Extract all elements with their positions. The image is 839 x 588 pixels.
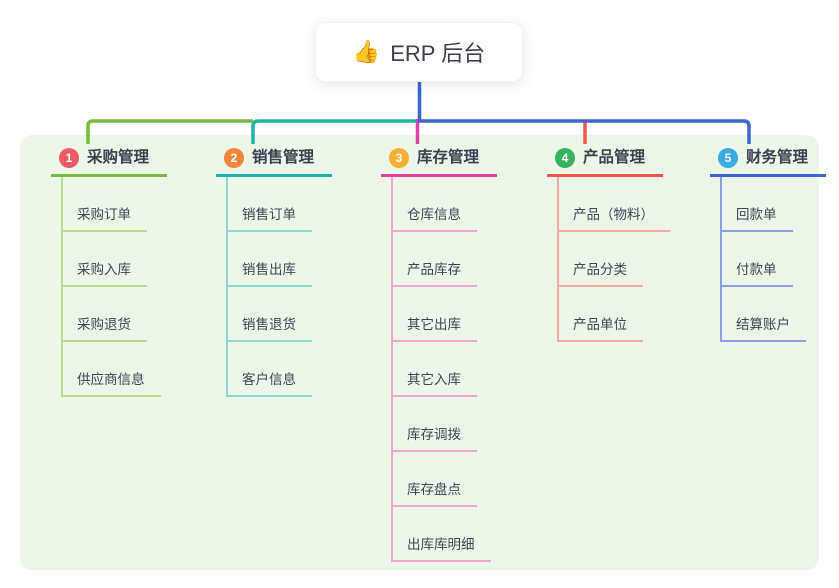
branch-finance-badge: 5 bbox=[718, 148, 738, 168]
node-label: 产品（物料） bbox=[573, 207, 654, 222]
node-label: 产品分类 bbox=[573, 262, 627, 277]
node-product-material[interactable]: 产品（物料） bbox=[559, 177, 670, 232]
branch-sales-label: 销售管理 bbox=[252, 149, 315, 166]
node-product-stock[interactable]: 产品库存 bbox=[393, 232, 477, 287]
root-node-erp[interactable]: 👍 ERP 后台 bbox=[315, 22, 523, 82]
branch-purchase-children: 采购订单 采购入库 采购退货 供应商信息 bbox=[61, 177, 161, 397]
connector-branch-purchase bbox=[86, 119, 253, 144]
node-product-unit[interactable]: 产品单位 bbox=[559, 287, 643, 342]
connector-branch-finance bbox=[417, 82, 751, 144]
branch-product: 4 产品管理 产品（物料） 产品分类 产品单位 bbox=[547, 143, 670, 342]
node-warehouse-info[interactable]: 仓库信息 bbox=[393, 177, 477, 232]
branch-inventory-children: 仓库信息 产品库存 其它出库 其它入库 库存调拨 库存盘点 出库库明细 bbox=[391, 177, 491, 562]
branch-finance-children: 回款单 付款单 结算账户 bbox=[720, 177, 806, 342]
branch-sales: 2 销售管理 销售订单 销售出库 销售退货 客户信息 bbox=[216, 143, 332, 397]
node-payment-order[interactable]: 付款单 bbox=[722, 232, 793, 287]
node-label: 采购订单 bbox=[77, 207, 131, 222]
node-sales-outbound[interactable]: 销售出库 bbox=[228, 232, 312, 287]
node-label: 销售出库 bbox=[242, 262, 296, 277]
node-label: 销售退货 bbox=[242, 317, 296, 332]
branch-purchase: 1 采购管理 采购订单 采购入库 采购退货 供应商信息 bbox=[51, 143, 167, 397]
node-label: 产品单位 bbox=[573, 317, 627, 332]
branch-sales-children: 销售订单 销售出库 销售退货 客户信息 bbox=[226, 177, 312, 397]
node-purchase-order[interactable]: 采购订单 bbox=[63, 177, 147, 232]
node-purchase-return[interactable]: 采购退货 bbox=[63, 287, 147, 342]
node-customer-info[interactable]: 客户信息 bbox=[228, 342, 312, 397]
node-receipt-order[interactable]: 回款单 bbox=[722, 177, 793, 232]
branch-sales-badge: 2 bbox=[224, 148, 244, 168]
node-label: 销售订单 bbox=[242, 207, 296, 222]
branch-sales-title[interactable]: 2 销售管理 bbox=[216, 143, 332, 177]
connector-branch-sales bbox=[251, 119, 419, 144]
node-label: 采购退货 bbox=[77, 317, 131, 332]
thumbs-up-icon: 👍 bbox=[352, 39, 381, 64]
branch-purchase-label: 采购管理 bbox=[87, 149, 150, 166]
node-label: 采购入库 bbox=[77, 262, 131, 277]
branch-product-children: 产品（物料） 产品分类 产品单位 bbox=[557, 177, 670, 342]
branch-inventory: 3 库存管理 仓库信息 产品库存 其它出库 其它入库 库存调拨 库存盘点 出库库… bbox=[381, 143, 497, 562]
node-label: 供应商信息 bbox=[77, 372, 145, 387]
branch-finance-title[interactable]: 5 财务管理 bbox=[710, 143, 826, 177]
node-label: 产品库存 bbox=[407, 262, 461, 277]
node-label: 结算账户 bbox=[736, 317, 790, 332]
branch-finance: 5 财务管理 回款单 付款单 结算账户 bbox=[710, 143, 826, 342]
node-label: 回款单 bbox=[736, 207, 777, 222]
node-product-category[interactable]: 产品分类 bbox=[559, 232, 643, 287]
branch-inventory-badge: 3 bbox=[389, 148, 409, 168]
branches-layer: 1 采购管理 采购订单 采购入库 采购退货 供应商信息 2 销售管理 销售订单 … bbox=[20, 135, 826, 570]
node-settlement-account[interactable]: 结算账户 bbox=[722, 287, 806, 342]
node-sales-order[interactable]: 销售订单 bbox=[228, 177, 312, 232]
node-label: 库存盘点 bbox=[407, 482, 461, 497]
node-label: 仓库信息 bbox=[407, 207, 461, 222]
branch-product-label: 产品管理 bbox=[583, 149, 646, 166]
node-label: 客户信息 bbox=[242, 372, 296, 387]
node-outbound-detail[interactable]: 出库库明细 bbox=[393, 507, 491, 562]
node-other-inbound[interactable]: 其它入库 bbox=[393, 342, 477, 397]
branch-inventory-title[interactable]: 3 库存管理 bbox=[381, 143, 497, 177]
node-other-outbound[interactable]: 其它出库 bbox=[393, 287, 477, 342]
node-label: 出库库明细 bbox=[407, 537, 475, 552]
node-sales-return[interactable]: 销售退货 bbox=[228, 287, 312, 342]
node-supplier-info[interactable]: 供应商信息 bbox=[63, 342, 161, 397]
node-label: 库存调拨 bbox=[407, 427, 461, 442]
branch-inventory-label: 库存管理 bbox=[417, 149, 480, 166]
branch-product-badge: 4 bbox=[555, 148, 575, 168]
node-stock-taking[interactable]: 库存盘点 bbox=[393, 452, 477, 507]
root-node-title: ERP 后台 bbox=[390, 41, 486, 66]
branch-product-title[interactable]: 4 产品管理 bbox=[547, 143, 663, 177]
branch-purchase-title[interactable]: 1 采购管理 bbox=[51, 143, 167, 177]
node-stock-transfer[interactable]: 库存调拨 bbox=[393, 397, 477, 452]
branch-finance-label: 财务管理 bbox=[746, 149, 809, 166]
branch-purchase-badge: 1 bbox=[59, 148, 79, 168]
node-label: 其它入库 bbox=[407, 372, 461, 387]
node-label: 其它出库 bbox=[407, 317, 461, 332]
node-label: 付款单 bbox=[736, 262, 777, 277]
mindmap-panel bbox=[20, 135, 819, 570]
node-purchase-inbound[interactable]: 采购入库 bbox=[63, 232, 147, 287]
